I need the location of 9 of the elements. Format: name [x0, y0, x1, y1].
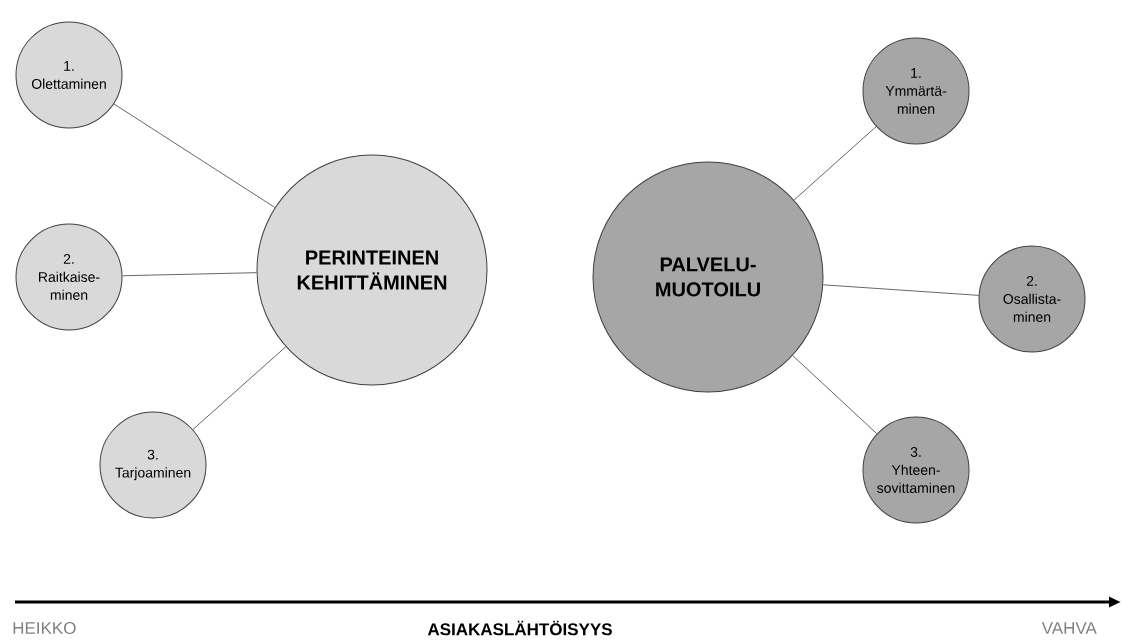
connector-line [822, 284, 980, 296]
axis-label: HEIKKO [13, 622, 76, 634]
axis-label: ASIAKASLÄHTÖISYYS [427, 620, 612, 636]
connector-line [113, 103, 276, 208]
axis-label: VAHVA [1041, 622, 1097, 634]
connector-line [793, 126, 877, 201]
connector-line [192, 346, 287, 430]
connector-line [122, 272, 257, 277]
connector-line [792, 355, 878, 434]
